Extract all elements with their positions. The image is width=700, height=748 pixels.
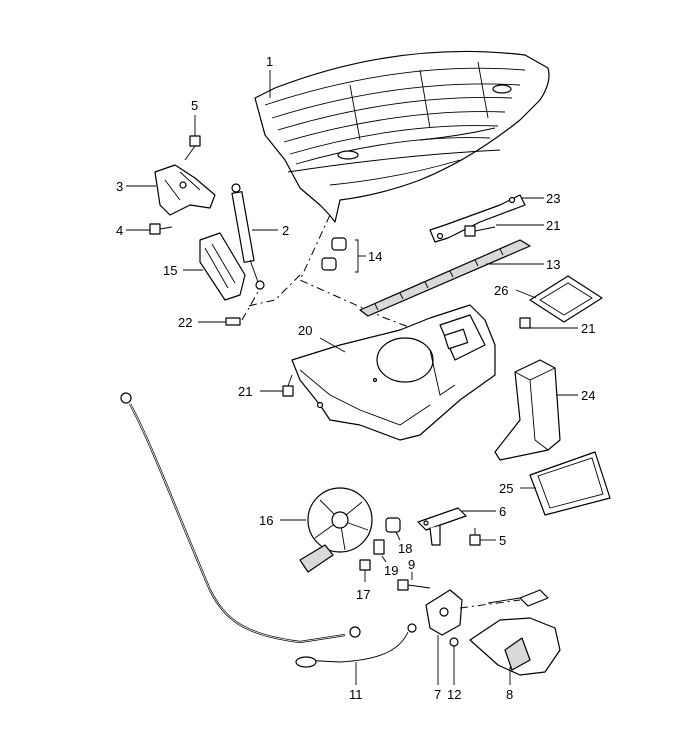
hinge xyxy=(154,164,216,216)
gasket xyxy=(529,451,611,516)
bolt-hinge xyxy=(149,223,173,235)
callout-20: 20 xyxy=(298,323,312,338)
pin xyxy=(198,317,241,326)
dash-22 xyxy=(241,291,259,321)
screw-fan xyxy=(359,559,371,582)
callout-16: 16 xyxy=(259,513,273,528)
washer xyxy=(449,637,459,685)
grommets xyxy=(321,237,359,273)
gas-strut xyxy=(231,183,265,290)
clip xyxy=(385,517,401,533)
callout-14: 14 xyxy=(368,249,382,264)
callout-1: 1 xyxy=(266,54,273,69)
seal-strip xyxy=(359,239,531,317)
strut-bracket xyxy=(199,232,246,301)
callout-13: 13 xyxy=(546,257,560,272)
bolt-frame xyxy=(519,317,531,329)
lock xyxy=(425,589,463,685)
bolt-tray xyxy=(282,374,294,397)
callout-7: 7 xyxy=(434,687,441,702)
callout-21-left: 21 xyxy=(238,384,252,399)
callout-22: 22 xyxy=(178,315,192,330)
bolt-bracket xyxy=(464,225,496,237)
dash-lid-2 xyxy=(247,274,301,307)
callout-15: 15 xyxy=(163,263,177,278)
dash-lid xyxy=(299,214,431,336)
callout-26: 26 xyxy=(494,283,508,298)
callout-6: 6 xyxy=(499,504,506,519)
engine-lid-grille xyxy=(254,50,550,223)
callout-9: 9 xyxy=(408,557,415,572)
callout-17: 17 xyxy=(356,587,370,602)
callout-5-top: 5 xyxy=(191,98,198,113)
leader-18 xyxy=(395,531,401,541)
air-tray xyxy=(291,304,496,441)
leader-19 xyxy=(381,555,387,563)
lock-actuator xyxy=(469,589,561,676)
callout-3: 3 xyxy=(116,179,123,194)
bolt-lock xyxy=(397,579,431,591)
callout-4: 4 xyxy=(116,223,123,238)
leader-20 xyxy=(319,337,346,353)
callout-8: 8 xyxy=(506,687,513,702)
duct-frame xyxy=(529,275,603,323)
leader-26 xyxy=(515,289,537,299)
callout-12: 12 xyxy=(447,687,461,702)
callout-2: 2 xyxy=(282,223,289,238)
release-cable xyxy=(120,392,417,668)
callout-18: 18 xyxy=(398,541,412,556)
callout-5-lower: 5 xyxy=(499,533,506,548)
dash-lock xyxy=(459,599,521,609)
callout-23: 23 xyxy=(546,191,560,206)
callout-11: 11 xyxy=(349,687,363,702)
callout-21-right: 21 xyxy=(581,321,595,336)
callout-21-upper: 21 xyxy=(546,218,560,233)
air-duct xyxy=(494,359,561,461)
lid-bracket xyxy=(429,194,526,243)
callout-19: 19 xyxy=(384,563,398,578)
fan xyxy=(299,487,373,573)
bolt-top xyxy=(184,135,201,161)
bolt-latch xyxy=(469,528,481,546)
callout-25: 25 xyxy=(499,481,513,496)
callout-24: 24 xyxy=(581,388,595,403)
nut xyxy=(373,539,385,555)
latch-bracket xyxy=(417,507,467,546)
